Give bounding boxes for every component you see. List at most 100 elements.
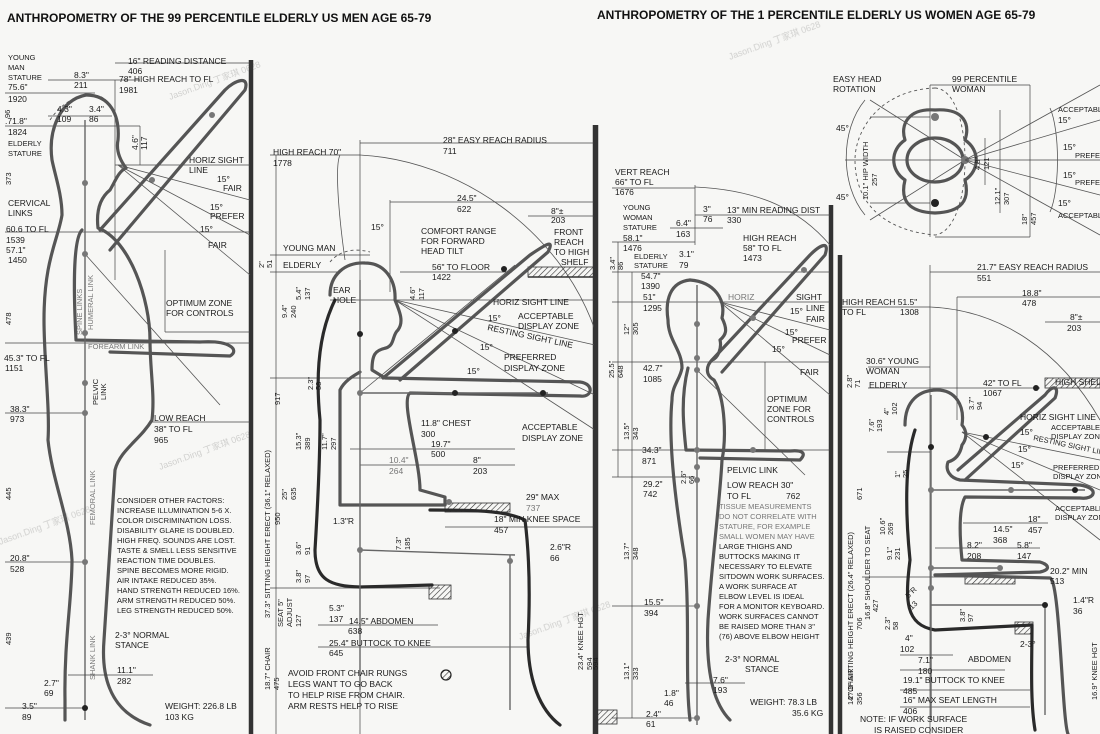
front-reach-label-4: SHELF xyxy=(561,257,588,267)
svg-text:FOR A MONITOR KEYBOARD.: FOR A MONITOR KEYBOARD. xyxy=(719,602,824,611)
high-reach-mm: 1778 xyxy=(273,158,292,168)
sight-label: SIGHT xyxy=(796,292,822,302)
svg-text:LARGE THIGHS AND: LARGE THIGHS AND xyxy=(719,542,793,551)
acceptable-zone-2-label: ACCEPTABLE xyxy=(1055,504,1100,513)
dim-12: 12" xyxy=(622,324,631,335)
high-shelf-label: HIGH SHELF xyxy=(1055,377,1100,387)
min-20-mm: 513 xyxy=(1050,576,1064,586)
dim-97: 97 xyxy=(303,575,312,583)
dim-25: 25" xyxy=(280,489,289,500)
dim-950: 950 xyxy=(273,512,282,525)
svg-text:(76) ABOVE ELBOW HEIGHT: (76) ABOVE ELBOW HEIGHT xyxy=(719,632,820,641)
percentile-label: 99 PERCENTILE xyxy=(952,74,1018,84)
dim-25: 25 xyxy=(901,470,910,478)
dim-117: 117 xyxy=(417,288,426,300)
max-29-label: 29" MAX xyxy=(526,492,560,502)
shank-link-label: SHANK LINK xyxy=(88,635,97,680)
dim-96: 96 xyxy=(3,110,12,118)
reach-24: 24.5" xyxy=(457,193,477,203)
angle-45: 45° xyxy=(836,192,849,202)
dim-193: 193 xyxy=(875,419,884,432)
angle-label: 15° xyxy=(1020,427,1033,437)
eye-drop: 4.6" xyxy=(130,135,140,150)
dim-58: 58 xyxy=(891,622,900,630)
comfort-angle: 15° xyxy=(371,222,384,232)
zone-fair: FAIR xyxy=(806,314,825,324)
percentile-label-2: WOMAN xyxy=(952,84,986,94)
forearm-link-label: FOREARM LINK xyxy=(88,342,144,351)
svg-text:SITDOWN WORK SURFACES.: SITDOWN WORK SURFACES. xyxy=(719,572,824,581)
head-front-mm: 86 xyxy=(89,114,99,124)
dim-1in: 1" xyxy=(893,471,902,478)
dim-445: 445 xyxy=(4,487,13,500)
young-woman-label: 30.6" YOUNG xyxy=(866,356,919,366)
buttock-knee-mm: 645 xyxy=(329,648,343,658)
dim-58: 58 xyxy=(314,382,323,390)
dim-6-4: 6.4" xyxy=(676,218,691,228)
angle-2-3: 2-3° xyxy=(1020,639,1036,649)
dim-10-4: 10.4" xyxy=(389,455,409,465)
zone-acceptable: ACCEPTABLE xyxy=(1058,105,1100,114)
note-label-2: IS RAISED CONSIDER xyxy=(874,725,963,734)
dim-648: 648 xyxy=(616,365,625,378)
dim-18: 18" xyxy=(1020,214,1029,225)
dim-7-6: 7.6" xyxy=(867,419,876,432)
stance-label: 2-3° NORMAL xyxy=(725,654,780,664)
cervical-label-2: LINKS xyxy=(8,208,33,218)
reading-distance: 16" READING DISTANCE xyxy=(128,56,227,66)
hip-fl: 38.3" xyxy=(10,404,30,414)
hip-width-label: 10.1" HIP WIDTH xyxy=(861,142,870,200)
svg-text:58.1": 58.1" xyxy=(623,233,643,243)
watermark-text: Jason.Ding 丁家琪 0628 xyxy=(157,428,252,472)
chair-height-label: 14" CHAIR xyxy=(846,668,855,705)
ankle-height-mm: 61 xyxy=(646,719,656,729)
watermark-text: Jason.Ding 丁家琪 0628 xyxy=(727,18,822,62)
acceptable-zone-2-label-2: DISPLAY ZONE xyxy=(522,433,583,443)
dim-343: 343 xyxy=(631,427,640,440)
knee-radius: 2.6"R xyxy=(550,542,571,552)
dim-79: 79 xyxy=(679,260,689,270)
knee-fl-mm: 528 xyxy=(10,564,24,574)
dim-3-1: 3.1" xyxy=(679,249,694,259)
hip-width-mm: 257 xyxy=(870,173,879,186)
dim-348: 348 xyxy=(631,547,640,560)
high-reach-mm: 1473 xyxy=(743,253,762,263)
horiz-sight-label: HORIZ SIGHT xyxy=(189,155,244,165)
dim-368: 368 xyxy=(993,535,1007,545)
elbow-height-mm: 871 xyxy=(642,456,656,466)
dim-5-4: 5.4" xyxy=(294,287,303,300)
comfort-range-label-3: HEAD TILT xyxy=(421,246,464,256)
line-label: LINE xyxy=(806,303,825,313)
dim-5-3: 5.3" xyxy=(329,603,344,613)
shelf-dist: 8"± xyxy=(1070,312,1083,322)
dim-3-6: 3.6" xyxy=(294,542,303,555)
acceptable-zone-label-2: DISPLAY ZONE xyxy=(518,321,579,331)
dim-594: 594 xyxy=(591,657,600,670)
angle-label: 15° xyxy=(217,174,230,184)
zone-fair: FAIR xyxy=(223,183,242,193)
svg-text:TISSUE MEASUREMENTS: TISSUE MEASUREMENTS xyxy=(719,502,812,511)
zone-fair: FAIR xyxy=(800,367,819,377)
svg-text:1476: 1476 xyxy=(623,243,642,253)
dim-240: 240 xyxy=(289,305,298,318)
foot-length: 7.6" xyxy=(713,675,728,685)
svg-text:75.6": 75.6" xyxy=(8,82,28,92)
head-back: 4.3" xyxy=(57,104,72,114)
knee-radius: 1.4"R xyxy=(1073,595,1094,605)
seat-adjust: SEAT 5" xyxy=(276,599,285,627)
buttock-knee-mm: 485 xyxy=(903,686,917,696)
title-women: ANTHROPOMETRY OF THE 1 PERCENTILE ELDERL… xyxy=(597,8,1036,22)
dim-269: 269 xyxy=(886,522,895,535)
high-reach-label: HIGH REACH xyxy=(743,233,796,243)
fl-42-label: 42" TO FL xyxy=(983,378,1022,388)
panel-women-seated: 21.7" EASY REACH RADIUS 551 18.8" 478 8"… xyxy=(837,255,1100,734)
dim-97: 97 xyxy=(966,614,975,622)
floor-56: 56" TO FLOOR xyxy=(432,262,490,272)
zone-prefer: PREFER xyxy=(792,335,826,345)
shoulder-fl: 60.6 TO FL xyxy=(6,224,49,234)
svg-text:MAN: MAN xyxy=(8,63,25,72)
chest-mm: 300 xyxy=(421,429,435,439)
preferred-zone-label: PREFERRED xyxy=(1053,463,1100,472)
young-man-stature-label: YOUNG MAN STATURE 75.6" 1920 xyxy=(8,53,42,104)
shoulder-seat-mm: 427 xyxy=(871,599,880,612)
